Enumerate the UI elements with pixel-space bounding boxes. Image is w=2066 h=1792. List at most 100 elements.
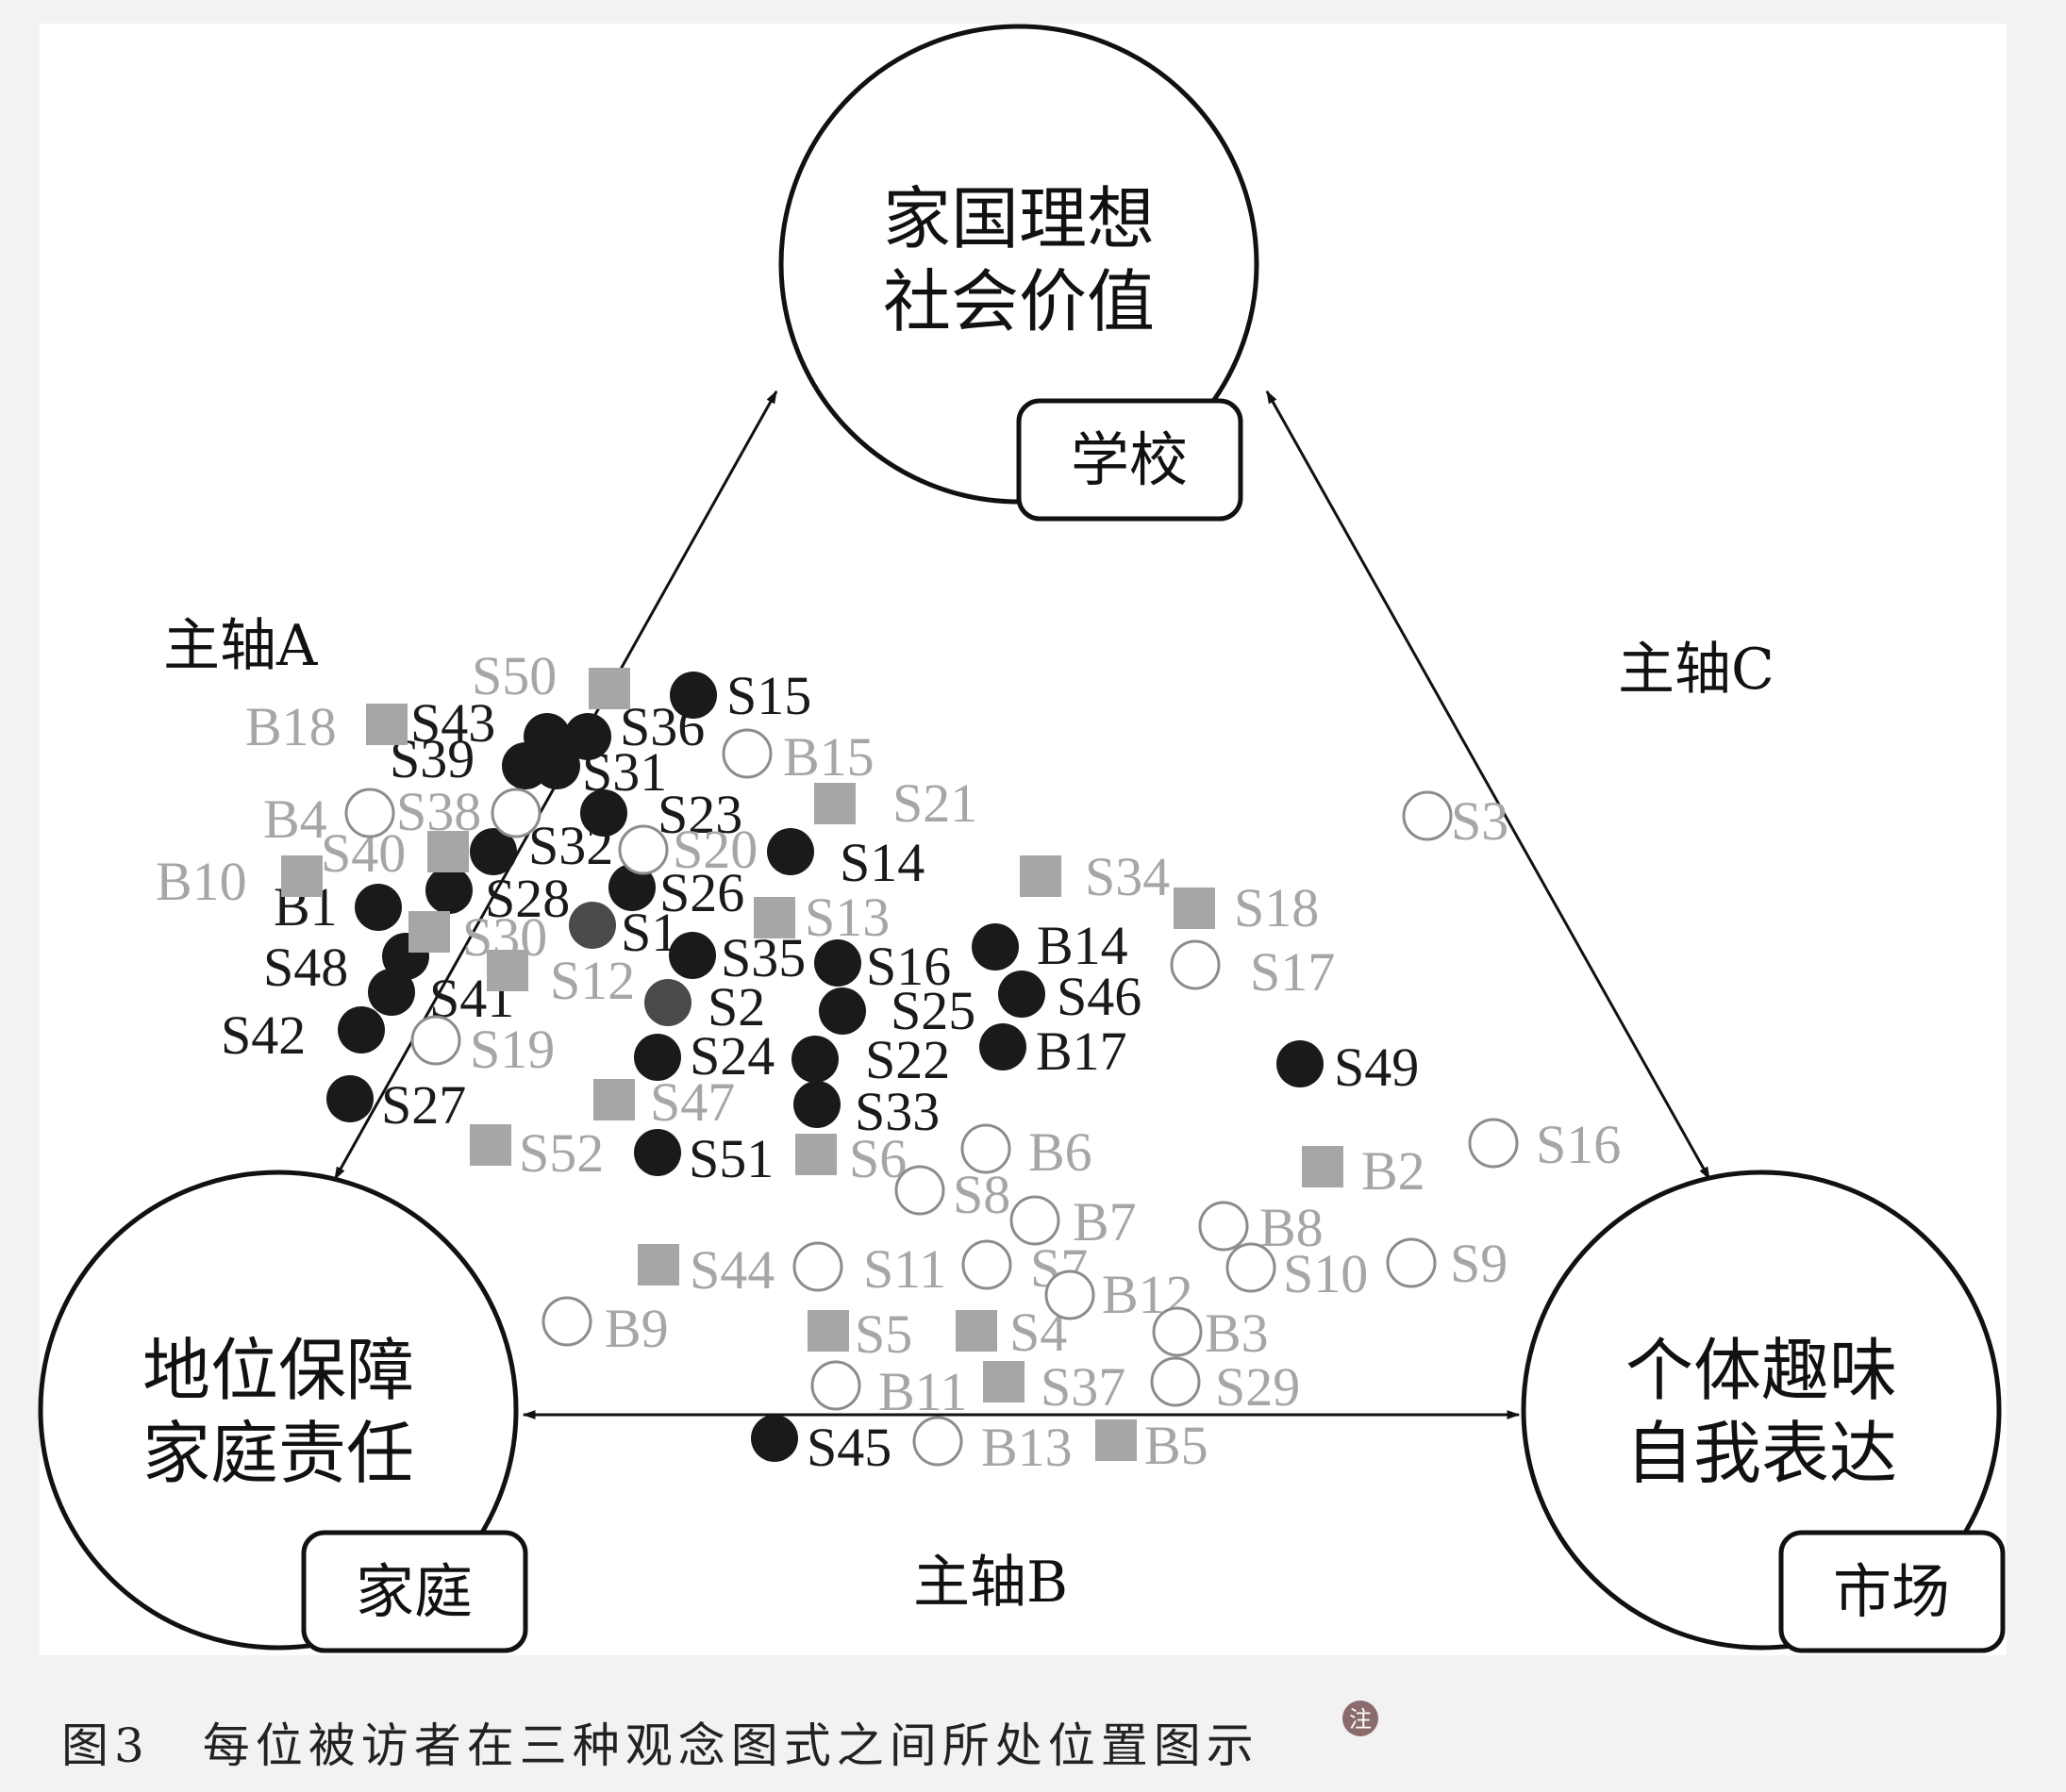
- respondent-marker-b4: [344, 788, 395, 838]
- respondent-marker-b15: [722, 728, 773, 779]
- respondent-label-s36: S36: [620, 696, 705, 757]
- respondent-point-s47: S47: [593, 1071, 735, 1133]
- respondent-marker-s24: [634, 1034, 681, 1081]
- respondent-marker-b13: [912, 1416, 963, 1467]
- respondent-point-s45: S45: [751, 1415, 891, 1478]
- respondent-label-s34: S34: [1085, 846, 1170, 907]
- respondent-point-b11: B11: [810, 1360, 968, 1422]
- respondent-marker-s33: [793, 1081, 841, 1128]
- respondent-label-s22: S22: [865, 1029, 950, 1090]
- respondent-point-b17: B17: [979, 1020, 1127, 1082]
- respondent-label-s25: S25: [891, 980, 975, 1041]
- respondent-point-b18: B18: [245, 696, 408, 757]
- footnote-mark-circle: [1342, 1701, 1378, 1736]
- respondent-marker-b7: [1009, 1195, 1060, 1246]
- respondent-point-s50: S50: [472, 645, 630, 709]
- respondent-point-s6: S6: [795, 1128, 907, 1189]
- respondent-marker-s20: [618, 824, 669, 875]
- node-school-tag: 学校: [1071, 425, 1188, 494]
- respondent-label-b13: B13: [981, 1417, 1073, 1478]
- footnote-mark: 注: [1342, 1701, 1378, 1736]
- respondent-marker-s50: [589, 668, 630, 709]
- respondent-marker-s18: [1174, 888, 1215, 929]
- respondent-label-s12: S12: [550, 950, 635, 1011]
- respondent-marker-s6: [795, 1134, 837, 1175]
- node-market-line1: 个体趣味: [1625, 1331, 1897, 1410]
- respondent-label-s6: S6: [849, 1128, 907, 1189]
- respondent-point-s32: S32: [470, 815, 613, 876]
- respondent-point-s23: S23: [580, 784, 742, 845]
- respondent-point-s44: S44: [638, 1239, 775, 1301]
- respondent-marker-b6: [960, 1123, 1011, 1174]
- respondent-point-s13: S13: [754, 887, 890, 948]
- respondent-marker-s16b: [1468, 1118, 1519, 1169]
- respondent-marker-s45: [751, 1415, 798, 1462]
- respondent-marker-s22: [791, 1036, 839, 1083]
- respondent-marker-s32: [470, 828, 517, 875]
- respondent-point-s33: S33: [793, 1081, 940, 1142]
- respondent-marker-s35: [669, 932, 716, 979]
- respondent-label-b2: B2: [1361, 1140, 1425, 1202]
- respondent-label-s44: S44: [690, 1239, 775, 1301]
- respondent-marker-s11: [792, 1241, 843, 1292]
- respondent-label-s16: S16: [866, 936, 951, 997]
- respondent-label-b8: B8: [1259, 1197, 1324, 1258]
- node-market-tag: 市场: [1833, 1557, 1950, 1626]
- respondent-marker-s7: [961, 1239, 1012, 1290]
- respondent-label-b9: B9: [605, 1298, 669, 1359]
- respondent-marker-s19: [410, 1015, 461, 1066]
- respondent-label-s19: S19: [470, 1019, 555, 1080]
- respondent-point-s16b: S16: [1468, 1114, 1621, 1175]
- respondent-label-b10: B10: [156, 851, 247, 912]
- respondent-label-s9: S9: [1450, 1233, 1508, 1294]
- respondent-marker-b1: [355, 884, 402, 931]
- node-market-tag-box: [1778, 1530, 2006, 1653]
- respondent-label-b17: B17: [1036, 1020, 1127, 1082]
- respondent-marker-s51: [634, 1129, 681, 1176]
- respondent-marker-s17: [1170, 939, 1221, 990]
- respondent-point-s51: S51: [634, 1128, 774, 1189]
- respondent-label-b15: B15: [783, 726, 875, 788]
- respondent-marker-s1: [569, 902, 616, 949]
- respondent-point-b5: B5: [1095, 1415, 1208, 1476]
- respondent-label-s48: S48: [263, 937, 348, 998]
- respondent-point-b2: B2: [1302, 1140, 1425, 1202]
- respondent-point-s18: S18: [1174, 877, 1319, 938]
- respondent-marker-s4: [956, 1310, 997, 1352]
- respondent-point-s14: S14: [767, 828, 925, 893]
- respondent-marker-s31: [533, 742, 580, 789]
- respondent-marker-s5: [808, 1310, 849, 1352]
- respondent-point-s1: S1: [569, 902, 678, 963]
- respondent-point-s9: S9: [1386, 1233, 1508, 1294]
- respondent-label-b6: B6: [1028, 1121, 1092, 1183]
- respondent-marker-s46: [998, 971, 1045, 1018]
- respondent-point-s10: S10: [1225, 1242, 1368, 1304]
- respondent-marker-b10: [281, 855, 323, 897]
- respondent-point-s22: S22: [791, 1029, 950, 1090]
- respondent-label-b18: B18: [245, 696, 337, 757]
- axis-b-label: 主轴B: [913, 1550, 1068, 1616]
- respondent-marker-s13: [754, 897, 795, 938]
- respondent-point-s12: S12: [487, 950, 635, 1011]
- respondent-point-b4: B4: [263, 788, 395, 850]
- respondent-point-s38: S38: [396, 781, 541, 842]
- respondent-label-b3: B3: [1205, 1303, 1269, 1364]
- respondent-label-b4: B4: [263, 788, 327, 850]
- respondent-marker-b18: [366, 704, 408, 745]
- respondent-point-s16: S16: [814, 936, 951, 997]
- respondent-marker-s21: [814, 783, 856, 824]
- figure-caption: 图3 每位被访者在三种观念图式之间所处位置图示: [61, 1718, 1259, 1773]
- node-family-tag: 家庭: [356, 1557, 473, 1626]
- respondent-point-s36: S36: [564, 696, 705, 760]
- respondent-marker-s10: [1225, 1242, 1276, 1293]
- respondent-point-s11: S11: [792, 1238, 946, 1300]
- respondent-label-s5: S5: [855, 1303, 912, 1365]
- respondent-label-b11: B11: [878, 1361, 968, 1422]
- respondent-label-s42: S42: [221, 1004, 306, 1066]
- respondent-marker-s37: [983, 1361, 1025, 1402]
- node-school: 家国理想 社会价值 学校: [778, 24, 1259, 522]
- respondent-marker-b5: [1095, 1419, 1137, 1461]
- respondent-point-s34: S34: [1020, 846, 1170, 907]
- respondent-marker-s41: [368, 969, 415, 1016]
